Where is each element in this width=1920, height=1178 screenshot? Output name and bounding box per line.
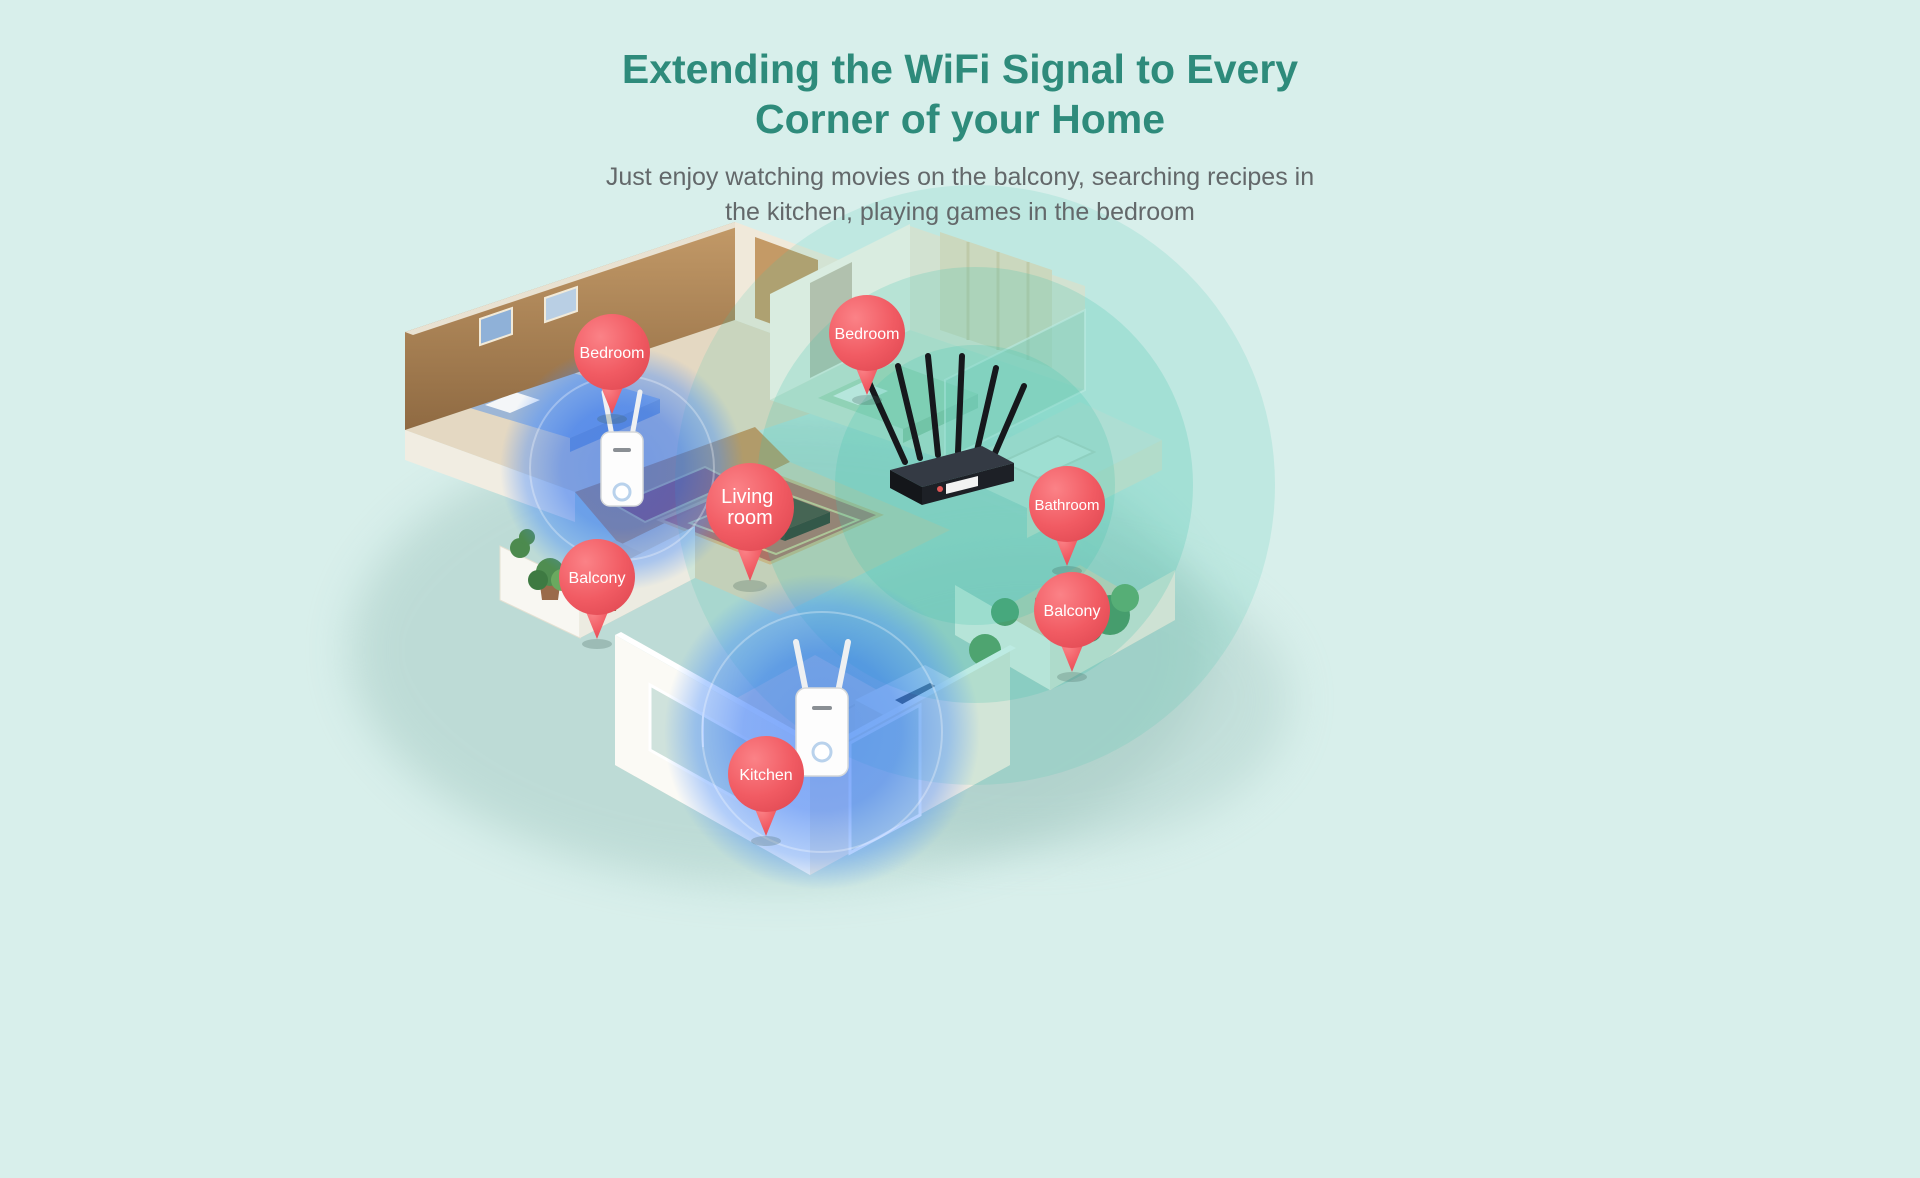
extender-signal-ring-kitchen <box>701 611 943 853</box>
balcony-right-railing <box>955 585 1050 690</box>
antenna-icon <box>793 639 809 695</box>
wifi-extender-device-bedroom <box>600 389 644 507</box>
plant-icon <box>991 598 1019 626</box>
router-label <box>946 476 978 494</box>
antenna-icon <box>989 383 1027 463</box>
picture-frame-icon <box>544 285 578 324</box>
title-line-2: Corner of your Home <box>754 96 1166 143</box>
pin-shadow <box>582 639 612 649</box>
bedroom-right-bed <box>818 363 978 429</box>
pin-label: Balcony <box>569 570 626 587</box>
antenna-icon <box>629 389 643 439</box>
devices <box>600 353 1027 777</box>
location-pin-bedroom-right: Bedroom <box>829 295 905 405</box>
coffee-table-side <box>785 512 830 541</box>
router-body-top <box>890 446 1014 487</box>
pin-shadow <box>751 836 781 846</box>
antenna-icon <box>601 389 615 439</box>
extender-body <box>795 687 849 777</box>
pin-shadow <box>733 580 767 592</box>
router-led-icon <box>937 486 943 492</box>
location-pin-kitchen: Kitchen <box>728 736 804 846</box>
page-subtitle: Just enjoy watching movies on the balcon… <box>0 160 1920 230</box>
location-pin-living-room: Living room <box>706 463 794 592</box>
antenna-icon <box>973 365 999 458</box>
extender-logo <box>812 706 832 710</box>
pin-label: Balcony <box>1044 603 1101 620</box>
location-pin-balcony-left: Balcony <box>559 539 635 649</box>
pin-head <box>1034 572 1110 648</box>
pin-label: Bathroom <box>1034 497 1099 514</box>
router-body-front <box>890 470 922 505</box>
pin-label: Living room <box>721 486 779 529</box>
bedroom-left-wall-cap <box>405 222 743 335</box>
extender-led-icon <box>811 741 833 763</box>
extender-logo <box>613 448 631 452</box>
pin-head <box>559 539 635 615</box>
extender-led-icon <box>612 482 632 502</box>
pin-head <box>706 463 794 551</box>
bathroom-glass-wall <box>944 308 1086 462</box>
pin-head <box>1029 466 1105 542</box>
pin-head <box>728 736 804 812</box>
antenna-icon <box>895 363 923 461</box>
plant-pot-icon <box>540 585 560 600</box>
picture-frame-icon <box>479 306 513 347</box>
location-pins: Bedroom Bedroom Bathroom <box>559 295 1110 846</box>
wifi-router-device <box>865 353 1027 505</box>
header: Extending the WiFi Signal to Every Corne… <box>0 44 1920 230</box>
subtitle-line-1: Just enjoy watching movies on the balcon… <box>605 163 1315 192</box>
antenna-icon <box>835 639 851 695</box>
pin-label: Kitchen <box>739 767 792 784</box>
bedroom-left-back-wall <box>405 222 735 430</box>
location-pin-bedroom-left: Bedroom <box>574 314 650 424</box>
bathtub <box>999 434 1097 480</box>
plant-icon <box>1111 584 1139 612</box>
pin-shadow <box>852 395 882 405</box>
antenna-icon <box>955 353 965 455</box>
page-title: Extending the WiFi Signal to Every Corne… <box>0 44 1920 144</box>
pin-shadow <box>597 414 627 424</box>
pin-label: Bedroom <box>580 345 645 362</box>
pin-head <box>574 314 650 390</box>
subtitle-line-2: the kitchen, playing games in the bedroo… <box>725 198 1195 227</box>
pin-head <box>829 295 905 371</box>
pin-shadow <box>1057 672 1087 682</box>
plant-icon <box>528 570 548 590</box>
location-pin-balcony-right: Balcony <box>1034 572 1110 682</box>
antenna-icon <box>865 377 908 465</box>
wifi-extender-device-kitchen <box>793 639 851 777</box>
location-pin-bathroom: Bathroom <box>1029 466 1105 576</box>
pin-label: Bedroom <box>835 326 900 343</box>
extender-body <box>600 431 644 507</box>
antenna-icon <box>925 353 941 458</box>
title-line-1: Extending the WiFi Signal to Every <box>621 46 1299 92</box>
